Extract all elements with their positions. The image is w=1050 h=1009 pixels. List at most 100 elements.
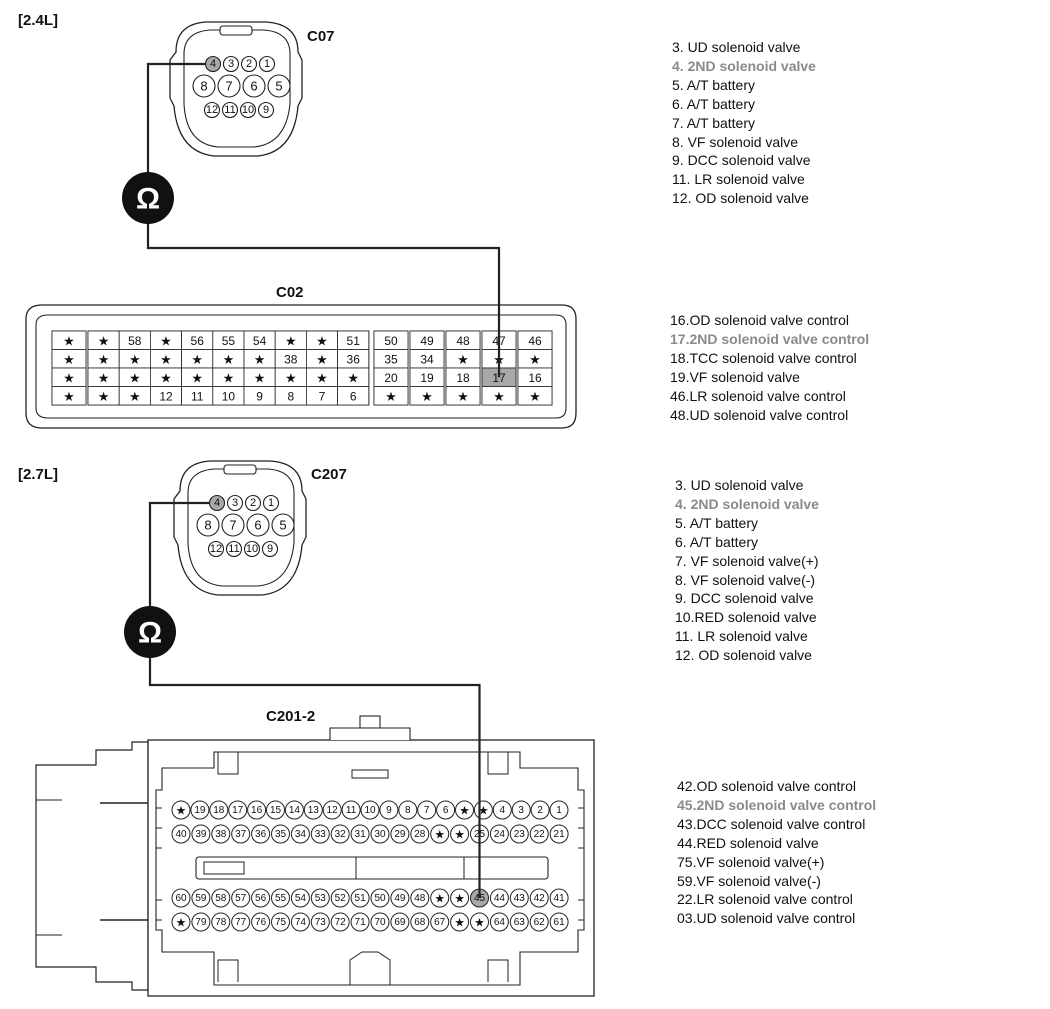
c02-pin-number: ★: [98, 389, 110, 404]
c201-2-pin-number: ★: [434, 828, 445, 842]
c201-2-pin-circle: [450, 888, 470, 908]
c02-pin-number: 49: [420, 334, 434, 348]
c02-pin-item: 46.LR solenoid valve control: [670, 387, 846, 404]
c07-pin-item: 12. OD solenoid valve: [672, 190, 809, 207]
pin-number: 5: [279, 518, 286, 533]
c201-2-pin-number: 43: [514, 893, 526, 904]
c201-2-pin-circle: [290, 824, 310, 844]
c02-pin-number: ★: [529, 389, 541, 404]
c201-2-pin-circle: [191, 912, 211, 932]
c201-2-pin-circle: [549, 824, 569, 844]
c201-2-pin-circle: [251, 824, 271, 844]
c02-pin-number: 54: [253, 334, 267, 348]
c02-pin-number: ★: [347, 370, 359, 385]
c201-2-pin-circle: [509, 824, 529, 844]
c201-2-pin-number: 49: [394, 893, 406, 904]
c201-2-pin-circle: [228, 800, 248, 820]
pin-circle: [222, 55, 240, 73]
c02-pin-number: ★: [63, 333, 75, 348]
c201-2-pin-circle: [209, 800, 229, 820]
c201-2-pin-circle: [231, 888, 251, 908]
c201-2-pin-circle: [390, 912, 410, 932]
pin-number: 12: [210, 543, 222, 555]
c201-2-pin-circle: [455, 800, 474, 820]
c201-2-pin-circle: [171, 912, 191, 932]
c02-pin-number: ★: [457, 389, 469, 404]
c201-2-pin-number: 42: [534, 893, 546, 904]
c02-pin-number: 6: [350, 389, 357, 403]
c201-2-latch: [487, 959, 509, 982]
c02-pin-number: 58: [128, 334, 142, 348]
c201-2-pin-number: 39: [195, 829, 207, 840]
pin-circle: [217, 74, 241, 98]
c201-2-pin-number: 3: [518, 805, 524, 816]
c02-pin-cell: [481, 386, 517, 406]
c201-2-pin-number: 2: [537, 805, 543, 816]
c07-pin-item: 6. A/T battery: [672, 95, 756, 112]
c201-2-pin-number: 32: [335, 829, 347, 840]
c201-2-pin-number: 13: [308, 805, 320, 816]
c02-pin-number: 16: [528, 371, 542, 385]
c02-pin-number: ★: [316, 370, 328, 385]
c02-pin-number: ★: [493, 389, 505, 404]
ohmmeter-icon: [124, 606, 176, 658]
c201-2-pin-number: 75: [275, 917, 287, 928]
c201-2-pin-circle: [191, 888, 211, 908]
c201-2-pin-circle: [310, 888, 330, 908]
pin-circle: [258, 55, 276, 73]
c207-pin-item: 5. A/T battery: [675, 514, 759, 531]
c201-2-pin-item: 03.UD solenoid valve control: [677, 910, 856, 927]
c201-2-pin-number: 33: [315, 829, 327, 840]
pin-circle: [196, 513, 220, 537]
c201-2-pin-circle: [417, 800, 437, 820]
test-lead-upper: [146, 62, 206, 172]
c02-connector-label: C02: [276, 284, 304, 301]
c02-pin-number: ★: [254, 352, 266, 367]
c02-pin-number: ★: [421, 389, 433, 404]
c201-2-pin-circle: [549, 912, 569, 932]
c201-2-pin-number: 15: [270, 805, 282, 816]
c201-2-pin-circle: [350, 888, 370, 908]
c201-2-pin-circle: [171, 824, 191, 844]
pin-number: 2: [250, 497, 256, 509]
c201-2-pin-item: 22.LR solenoid valve control: [677, 891, 853, 908]
c201-2-pin-circle: [549, 888, 569, 908]
c201-2-pin-number: 73: [315, 917, 327, 928]
pin-number: 7: [225, 79, 232, 94]
c201-2-pin-circle: [511, 800, 531, 820]
c201-2-pin-number: 17: [232, 805, 244, 816]
c201-2-pin-item: 43.DCC solenoid valve control: [677, 815, 866, 832]
c201-2-pin-circle: [450, 824, 470, 844]
c201-2-pin-circle: [370, 888, 390, 908]
connector-inner-shell: [187, 468, 295, 587]
c201-2-pin-number: 41: [554, 893, 566, 904]
c201-2-pin-circle: [450, 912, 470, 932]
c02-pin-number: ★: [223, 370, 235, 385]
pin-number: 1: [264, 58, 270, 70]
pin-number: 12: [206, 104, 218, 116]
c201-2-pin-circle: [489, 888, 509, 908]
c02-pin-number: ★: [385, 389, 397, 404]
c02-pin-number: ★: [129, 370, 141, 385]
c201-2-pin-circle: [390, 824, 410, 844]
pin-number: 9: [263, 104, 269, 116]
c201-2-pin-circle: [211, 912, 231, 932]
c201-2-pin-number: 37: [235, 829, 247, 840]
c201-2-pin-number: 45: [474, 893, 486, 904]
c201-2-pin-circle: [284, 800, 304, 820]
c02-pin-number: 11: [191, 389, 204, 403]
c201-2-pin-number: 30: [374, 829, 386, 840]
c201-2-pin-circle: [470, 912, 489, 932]
c201-2-pin-circle: [231, 824, 251, 844]
c201-2-pin-circle: [370, 824, 390, 844]
c02-pin-number: 12: [159, 389, 173, 403]
c201-2-pin-circle: [430, 824, 450, 844]
c201-2-pin-number: 48: [414, 893, 426, 904]
test-lead-upper: [148, 501, 210, 606]
pin-circle: [226, 494, 244, 512]
c201-2-pin-circle: [350, 824, 370, 844]
c02-pin-number: ★: [63, 352, 75, 367]
